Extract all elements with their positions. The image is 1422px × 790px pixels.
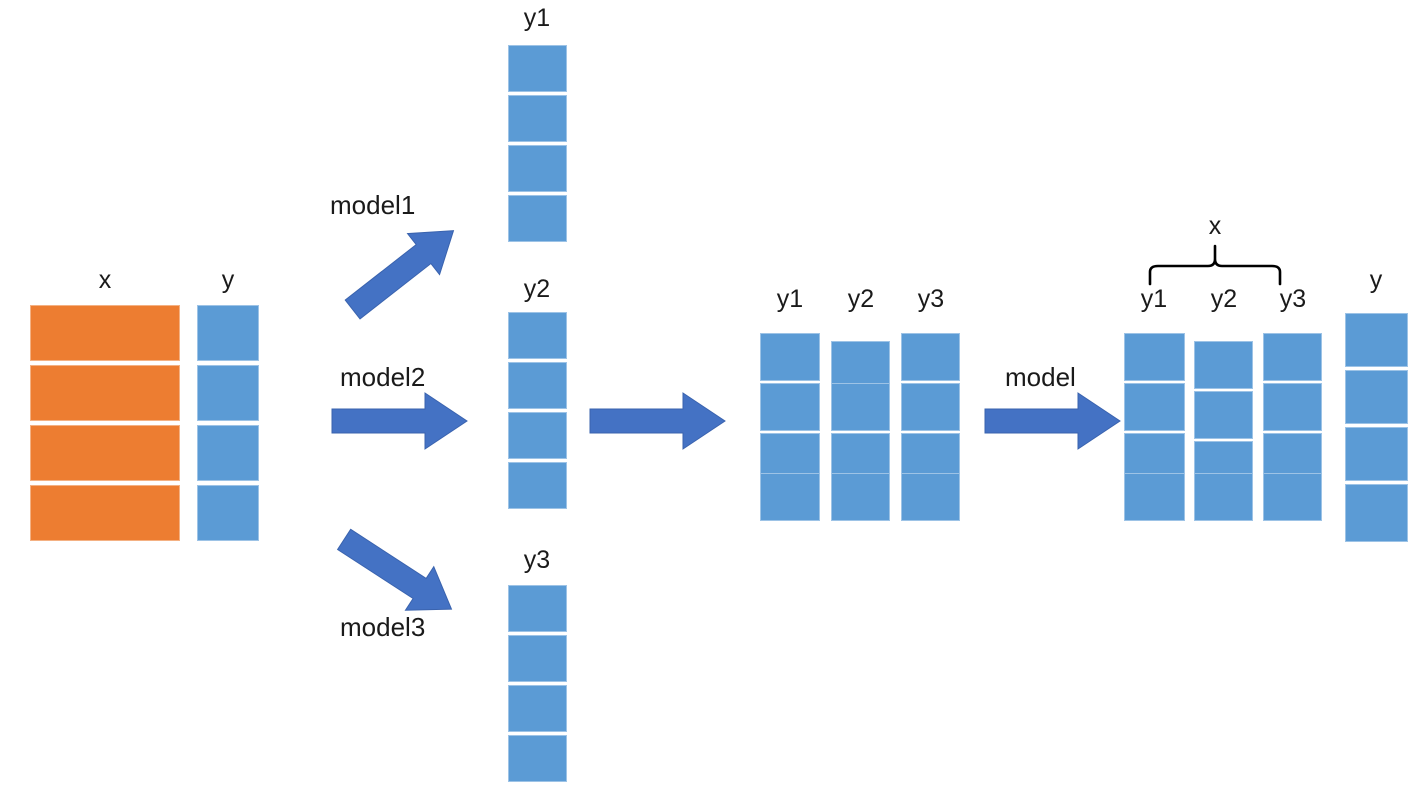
meta-feature-cell [1263, 473, 1322, 521]
meta-target-cell [1345, 313, 1408, 367]
input-x-cell [30, 485, 180, 541]
stacked-y3-label: y3 [917, 285, 945, 313]
pred-y1-label: y1 [523, 4, 551, 32]
meta-feature-cell [1194, 473, 1253, 521]
pred-y3-cell [508, 735, 567, 782]
arrow-model1-icon [344, 230, 455, 320]
stacked-cell [831, 383, 890, 431]
meta-y1-label: y1 [1140, 285, 1168, 313]
pred-y2-cell [508, 462, 567, 509]
stacked-y1-label: y1 [776, 285, 804, 313]
stacked-y2-label: y2 [847, 285, 875, 313]
stacked-cell [831, 341, 890, 389]
input-x-cell [30, 365, 180, 421]
stacked-cell [760, 383, 820, 431]
arrow-model3-label: model3 [340, 612, 426, 642]
pred-y2-cell [508, 362, 567, 409]
input-x-cell [30, 425, 180, 481]
arrow-meta-model-label: model [1005, 362, 1076, 392]
input-y-label: y [221, 266, 235, 294]
meta-feature-cell [1124, 383, 1185, 431]
stacked-cell [831, 473, 890, 521]
meta-y3-label: y3 [1279, 285, 1307, 313]
arrow-model2-icon [331, 392, 468, 450]
meta-y2-label: y2 [1210, 285, 1238, 313]
arrow-stack-icon [589, 392, 726, 450]
meta-feature-cell [1263, 333, 1322, 381]
pred-y3-label: y3 [523, 546, 551, 574]
pred-y2-cell [508, 312, 567, 359]
pred-y3-cell [508, 635, 567, 682]
stacked-cell [901, 383, 960, 431]
arrow-meta-model-icon [984, 392, 1121, 450]
meta-feature-cell [1194, 341, 1253, 389]
input-y-cell [197, 305, 259, 361]
arrow-model3-icon [336, 528, 453, 611]
stacked-cell [760, 473, 820, 521]
pred-y2-cell [508, 412, 567, 459]
stacked-cell [760, 333, 820, 381]
meta-x-brace-label: x [1208, 212, 1222, 240]
pred-y1-cell [508, 195, 567, 242]
meta-target-cell [1345, 484, 1408, 542]
meta-feature-cell [1194, 391, 1253, 439]
arrow-model2-label: model2 [340, 362, 426, 392]
meta-y-label: y [1369, 266, 1383, 294]
meta-feature-cell [1124, 473, 1185, 521]
pred-y1-cell [508, 145, 567, 192]
input-x-cell [30, 305, 180, 361]
arrow-model1-label: model1 [330, 190, 416, 220]
pred-y2-label: y2 [523, 275, 551, 303]
stacked-cell [901, 333, 960, 381]
pred-y1-cell [508, 95, 567, 142]
meta-feature-brace [1148, 244, 1282, 286]
pred-y3-cell [508, 585, 567, 632]
pred-y3-cell [508, 685, 567, 732]
meta-feature-cell [1263, 383, 1322, 431]
input-y-cell [197, 485, 259, 541]
pred-y1-cell [508, 45, 567, 92]
meta-target-cell [1345, 370, 1408, 424]
input-y-cell [197, 425, 259, 481]
input-y-cell [197, 365, 259, 421]
input-x-label: x [98, 266, 112, 294]
meta-feature-cell [1124, 333, 1185, 381]
meta-target-cell [1345, 427, 1408, 481]
stacked-cell [901, 473, 960, 521]
